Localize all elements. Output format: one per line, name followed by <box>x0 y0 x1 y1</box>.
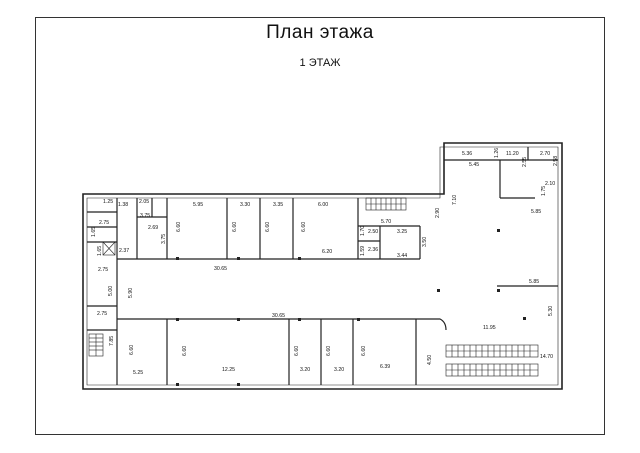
dim-label: 6.39 <box>380 364 390 370</box>
dim-label: 2.75 <box>97 311 107 317</box>
dim-label: 3.50 <box>422 237 428 247</box>
dim-label: 6.60 <box>129 345 135 355</box>
dim-label: 2.70 <box>540 151 550 157</box>
dim-label: 2.75 <box>98 267 108 273</box>
dim-label: 5.25 <box>133 370 143 376</box>
dim-label: 7.10 <box>452 195 458 205</box>
dim-label: 2.10 <box>545 181 555 187</box>
dim-label: 6.00 <box>318 202 328 208</box>
dim-label: 2.05 <box>139 199 149 205</box>
dim-label: 5.90 <box>128 288 134 298</box>
dim-label: 2.50 <box>368 229 378 235</box>
dim-label: 2.58 <box>553 156 559 166</box>
dim-label: 2.69 <box>148 225 158 231</box>
dim-label: 3.20 <box>300 367 310 373</box>
dim-label: 6.60 <box>294 346 300 356</box>
dim-label: 5.95 <box>193 202 203 208</box>
dim-label: 1.38 <box>118 202 128 208</box>
dim-label: 1.25 <box>103 199 113 205</box>
plan-title: План этажа <box>266 22 374 43</box>
outer-walls <box>82 142 563 390</box>
dim-label: 1.65 <box>97 246 103 256</box>
dim-label: 3.30 <box>240 202 250 208</box>
dim-label: 4.50 <box>427 355 433 365</box>
dim-label: 6.60 <box>265 222 271 232</box>
dim-label: 6.60 <box>301 222 307 232</box>
dim-label: 5.30 <box>548 306 554 316</box>
dim-label: 5.00 <box>108 286 114 296</box>
dimension-labels: 1.25 1.38 2.05 5.95 3.30 3.35 6.00 2.75 … <box>91 148 559 376</box>
dim-label: 6.60 <box>176 222 182 232</box>
dim-label: 2.75 <box>99 220 109 226</box>
floor-label: 1 ЭТАЖ <box>299 57 341 69</box>
dim-label: 1.70 <box>360 226 366 236</box>
dim-label: 2.55 <box>522 157 528 167</box>
stairs-left <box>88 333 104 357</box>
stairs-upper <box>365 197 407 211</box>
dim-label: 12.25 <box>222 367 235 373</box>
dim-label: 11.20 <box>506 151 519 157</box>
dim-label: 3.44 <box>397 253 407 259</box>
dim-label: 30.65 <box>214 266 227 272</box>
dim-label: 6.60 <box>232 222 238 232</box>
dim-label: 7.85 <box>109 336 115 346</box>
dim-label: 1.65 <box>91 227 97 237</box>
dim-label: 6.60 <box>326 346 332 356</box>
interior-walls <box>87 147 558 385</box>
dim-label: 6.60 <box>361 346 367 356</box>
dim-label: 3.75 <box>140 213 150 219</box>
elevator-shaft <box>102 241 116 256</box>
columns <box>176 229 526 386</box>
dim-label: 2.36 <box>368 247 378 253</box>
drawing-frame <box>35 17 605 435</box>
dim-label: 6.60 <box>182 346 188 356</box>
dim-label: 11.95 <box>483 325 496 331</box>
dim-label: 5.85 <box>531 209 541 215</box>
dim-label: 5.70 <box>381 219 391 225</box>
dim-label: 3.35 <box>273 202 283 208</box>
dim-label: 3.20 <box>334 367 344 373</box>
dim-label: 1.75 <box>541 186 547 196</box>
dim-label: 3.75 <box>161 234 167 244</box>
dim-label: 30.65 <box>272 313 285 319</box>
dim-label: 5.36 <box>462 151 472 157</box>
dim-label: 1.59 <box>360 246 366 256</box>
dim-label: 2.37 <box>119 248 129 254</box>
stairs-right-wing <box>445 344 539 377</box>
dim-label: 14.70 <box>540 354 553 360</box>
dim-label: 5.85 <box>529 279 539 285</box>
dim-label: 6.20 <box>322 249 332 255</box>
dim-label: 2.90 <box>435 208 441 218</box>
dim-label: 1.26 <box>494 148 500 158</box>
dim-label: 5.45 <box>469 162 479 168</box>
dim-label: 3.25 <box>397 229 407 235</box>
